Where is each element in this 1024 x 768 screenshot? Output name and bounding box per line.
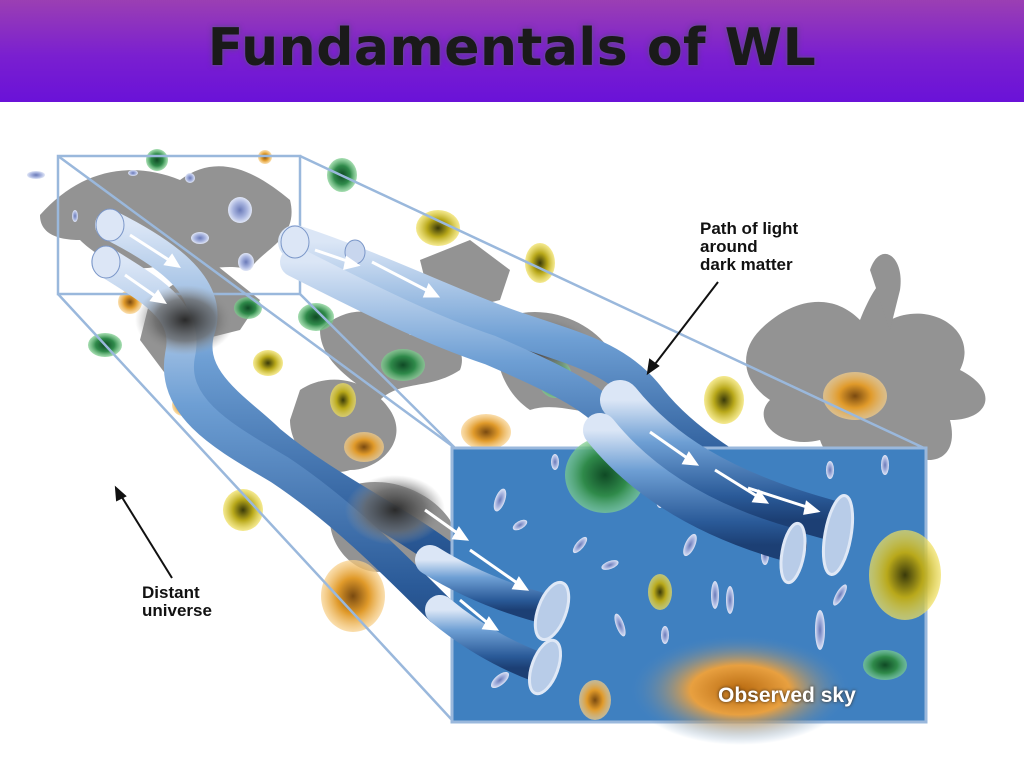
title-bar	[0, 0, 1024, 102]
pointer-arrows	[114, 281, 719, 579]
slide-title: Fundamentals of WL	[207, 18, 817, 78]
label-observed-sky: Observed sky	[718, 684, 856, 707]
label-path-of-light: Path of light around dark matter	[700, 219, 799, 274]
light-path-ends	[415, 380, 855, 696]
arrow-icon	[124, 233, 821, 631]
label-distant-universe: Distant universe	[142, 583, 212, 620]
weak-lensing-diagram	[27, 149, 986, 745]
